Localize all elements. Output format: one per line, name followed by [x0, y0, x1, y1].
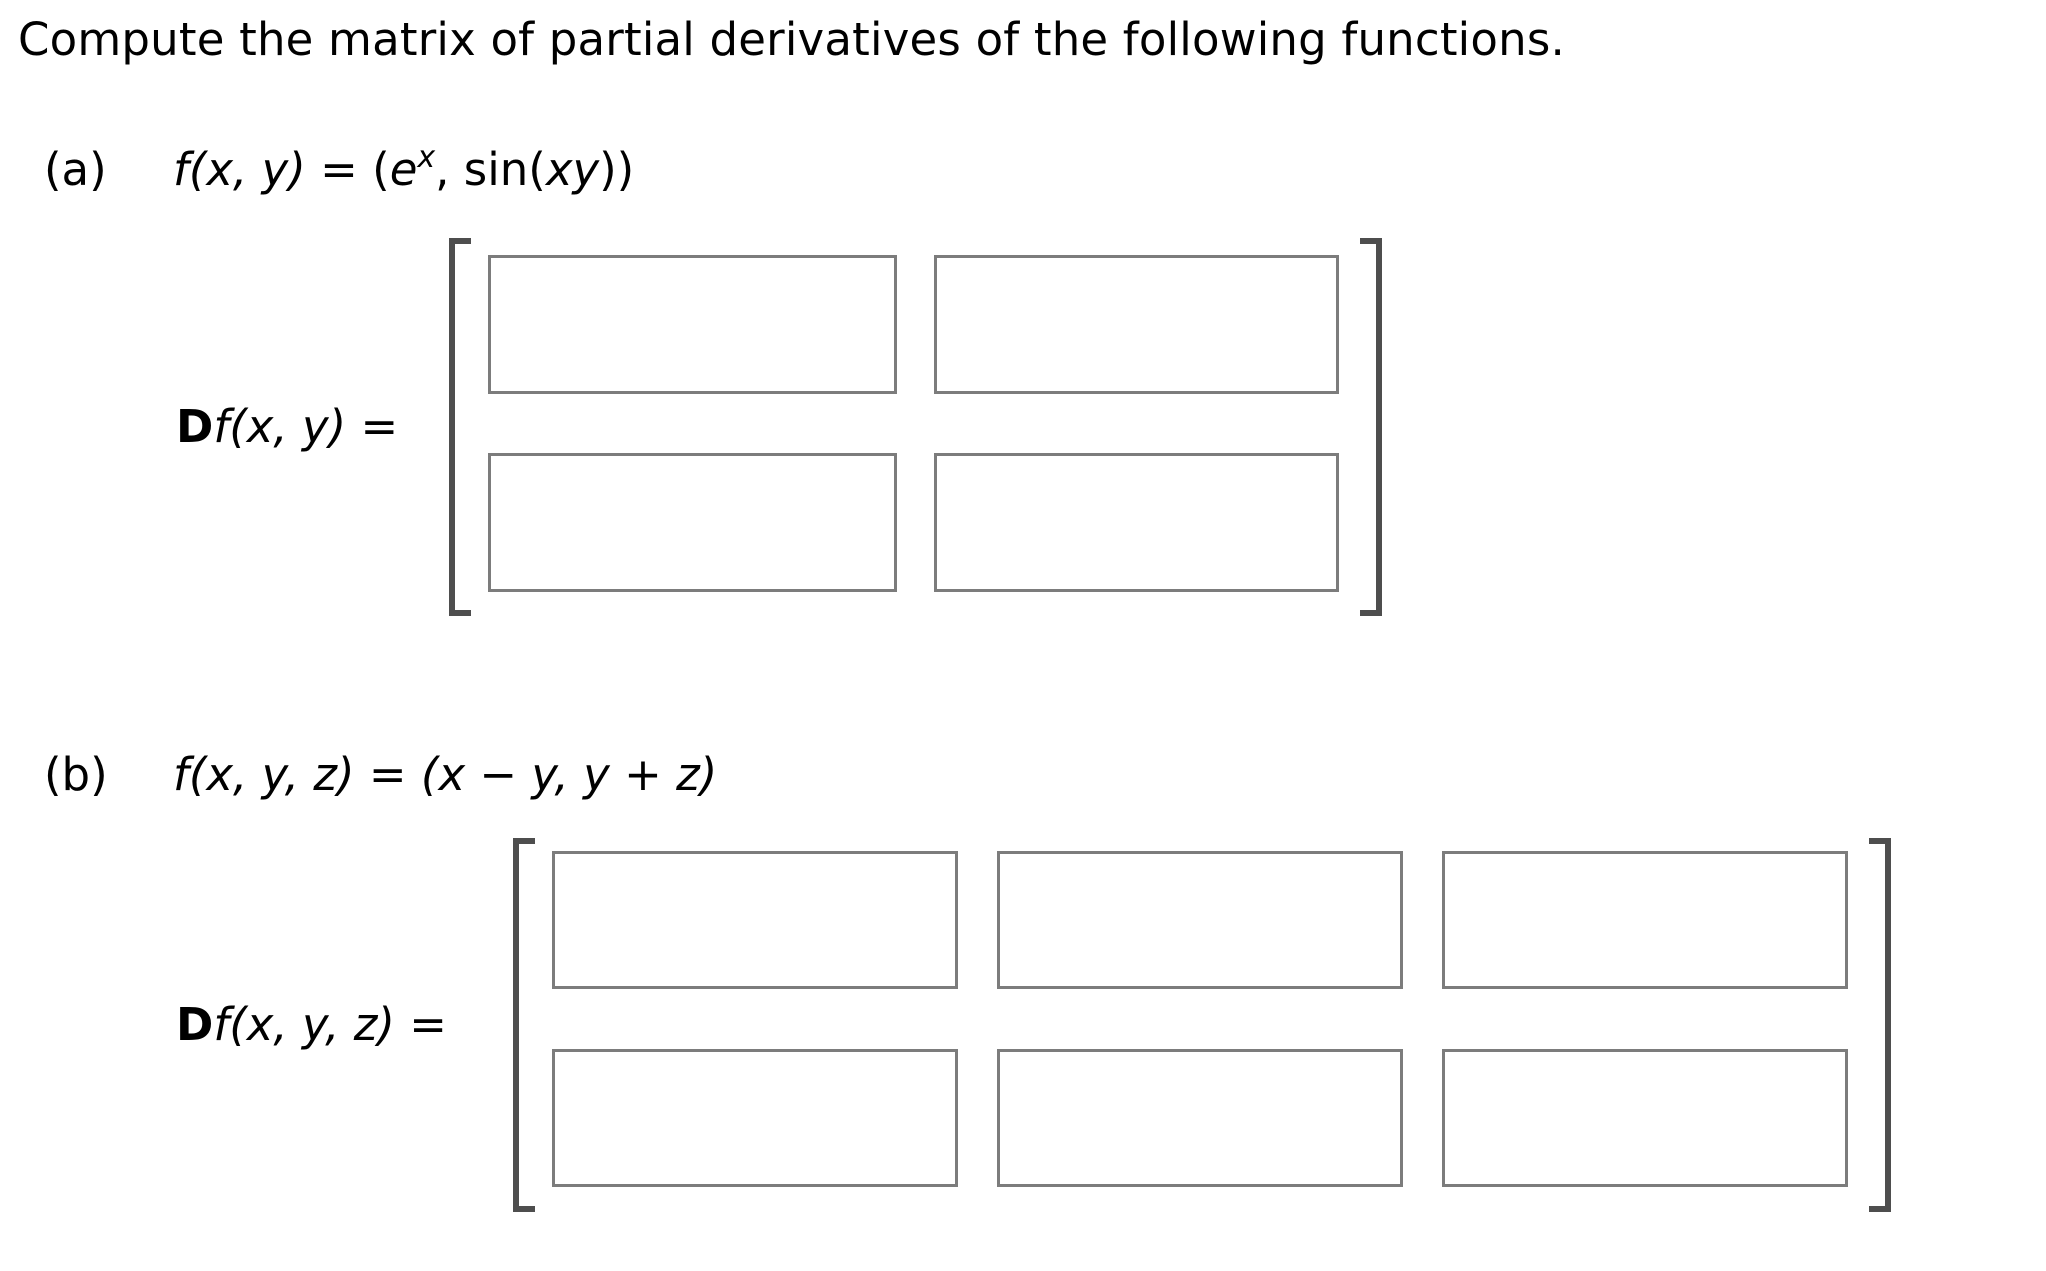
derivative-operator: D	[176, 998, 214, 1051]
equals-sign: =	[305, 143, 373, 196]
matrix-b-cell-2-2[interactable]	[997, 1049, 1403, 1187]
function-name: f	[213, 400, 230, 453]
equals-sign: =	[394, 998, 447, 1051]
paren-open: (	[372, 143, 390, 196]
matrix-b-cell-1-2[interactable]	[997, 851, 1403, 989]
matrix-b-cell-2-1[interactable]	[552, 1049, 958, 1187]
matrix-a-cell-2-1[interactable]	[488, 453, 897, 592]
equals-sign: =	[354, 748, 421, 801]
function-args: (x, y)	[229, 400, 347, 453]
right-bracket	[1869, 838, 1891, 1212]
paren-close: ))	[599, 143, 635, 196]
function-name: f	[173, 143, 189, 196]
exp-superscript: x	[417, 140, 436, 175]
matrix-b-cell-1-3[interactable]	[1442, 851, 1848, 989]
matrix-a-cell-2-2[interactable]	[934, 453, 1339, 592]
part-b-jacobian-label: Df(x, y, z) =	[176, 995, 447, 1055]
matrix-a-cell-1-2[interactable]	[934, 255, 1339, 394]
function-args: (x, y, z)	[188, 748, 355, 801]
right-bracket	[1360, 238, 1382, 616]
problem-heading: Compute the matrix of partial derivative…	[18, 13, 1565, 66]
matrix-b-cell-1-1[interactable]	[552, 851, 958, 989]
part-a-function: f(x, y) = (ex, sin(xy))	[173, 140, 634, 206]
exp-base: e	[389, 143, 418, 196]
equals-sign: =	[346, 400, 399, 453]
part-b-label: (b)	[44, 748, 108, 801]
function-args: (x, y)	[188, 143, 306, 196]
left-bracket	[449, 238, 471, 616]
part-a-label: (a)	[44, 143, 107, 196]
rhs-xy: xy	[545, 143, 600, 196]
rhs-sin: , sin(	[435, 143, 546, 196]
part-a-jacobian-label: Df(x, y) =	[176, 397, 398, 457]
derivative-operator: D	[176, 400, 214, 453]
function-args: (x, y, z)	[229, 998, 395, 1051]
matrix-a-cell-1-1[interactable]	[488, 255, 897, 394]
function-name: f	[213, 998, 230, 1051]
part-b-function: f(x, y, z) = (x − y, y + z)	[173, 745, 717, 805]
function-name: f	[173, 748, 189, 801]
left-bracket	[513, 838, 535, 1212]
matrix-b-cell-2-3[interactable]	[1442, 1049, 1848, 1187]
function-rhs: (x − y, y + z)	[420, 748, 718, 801]
